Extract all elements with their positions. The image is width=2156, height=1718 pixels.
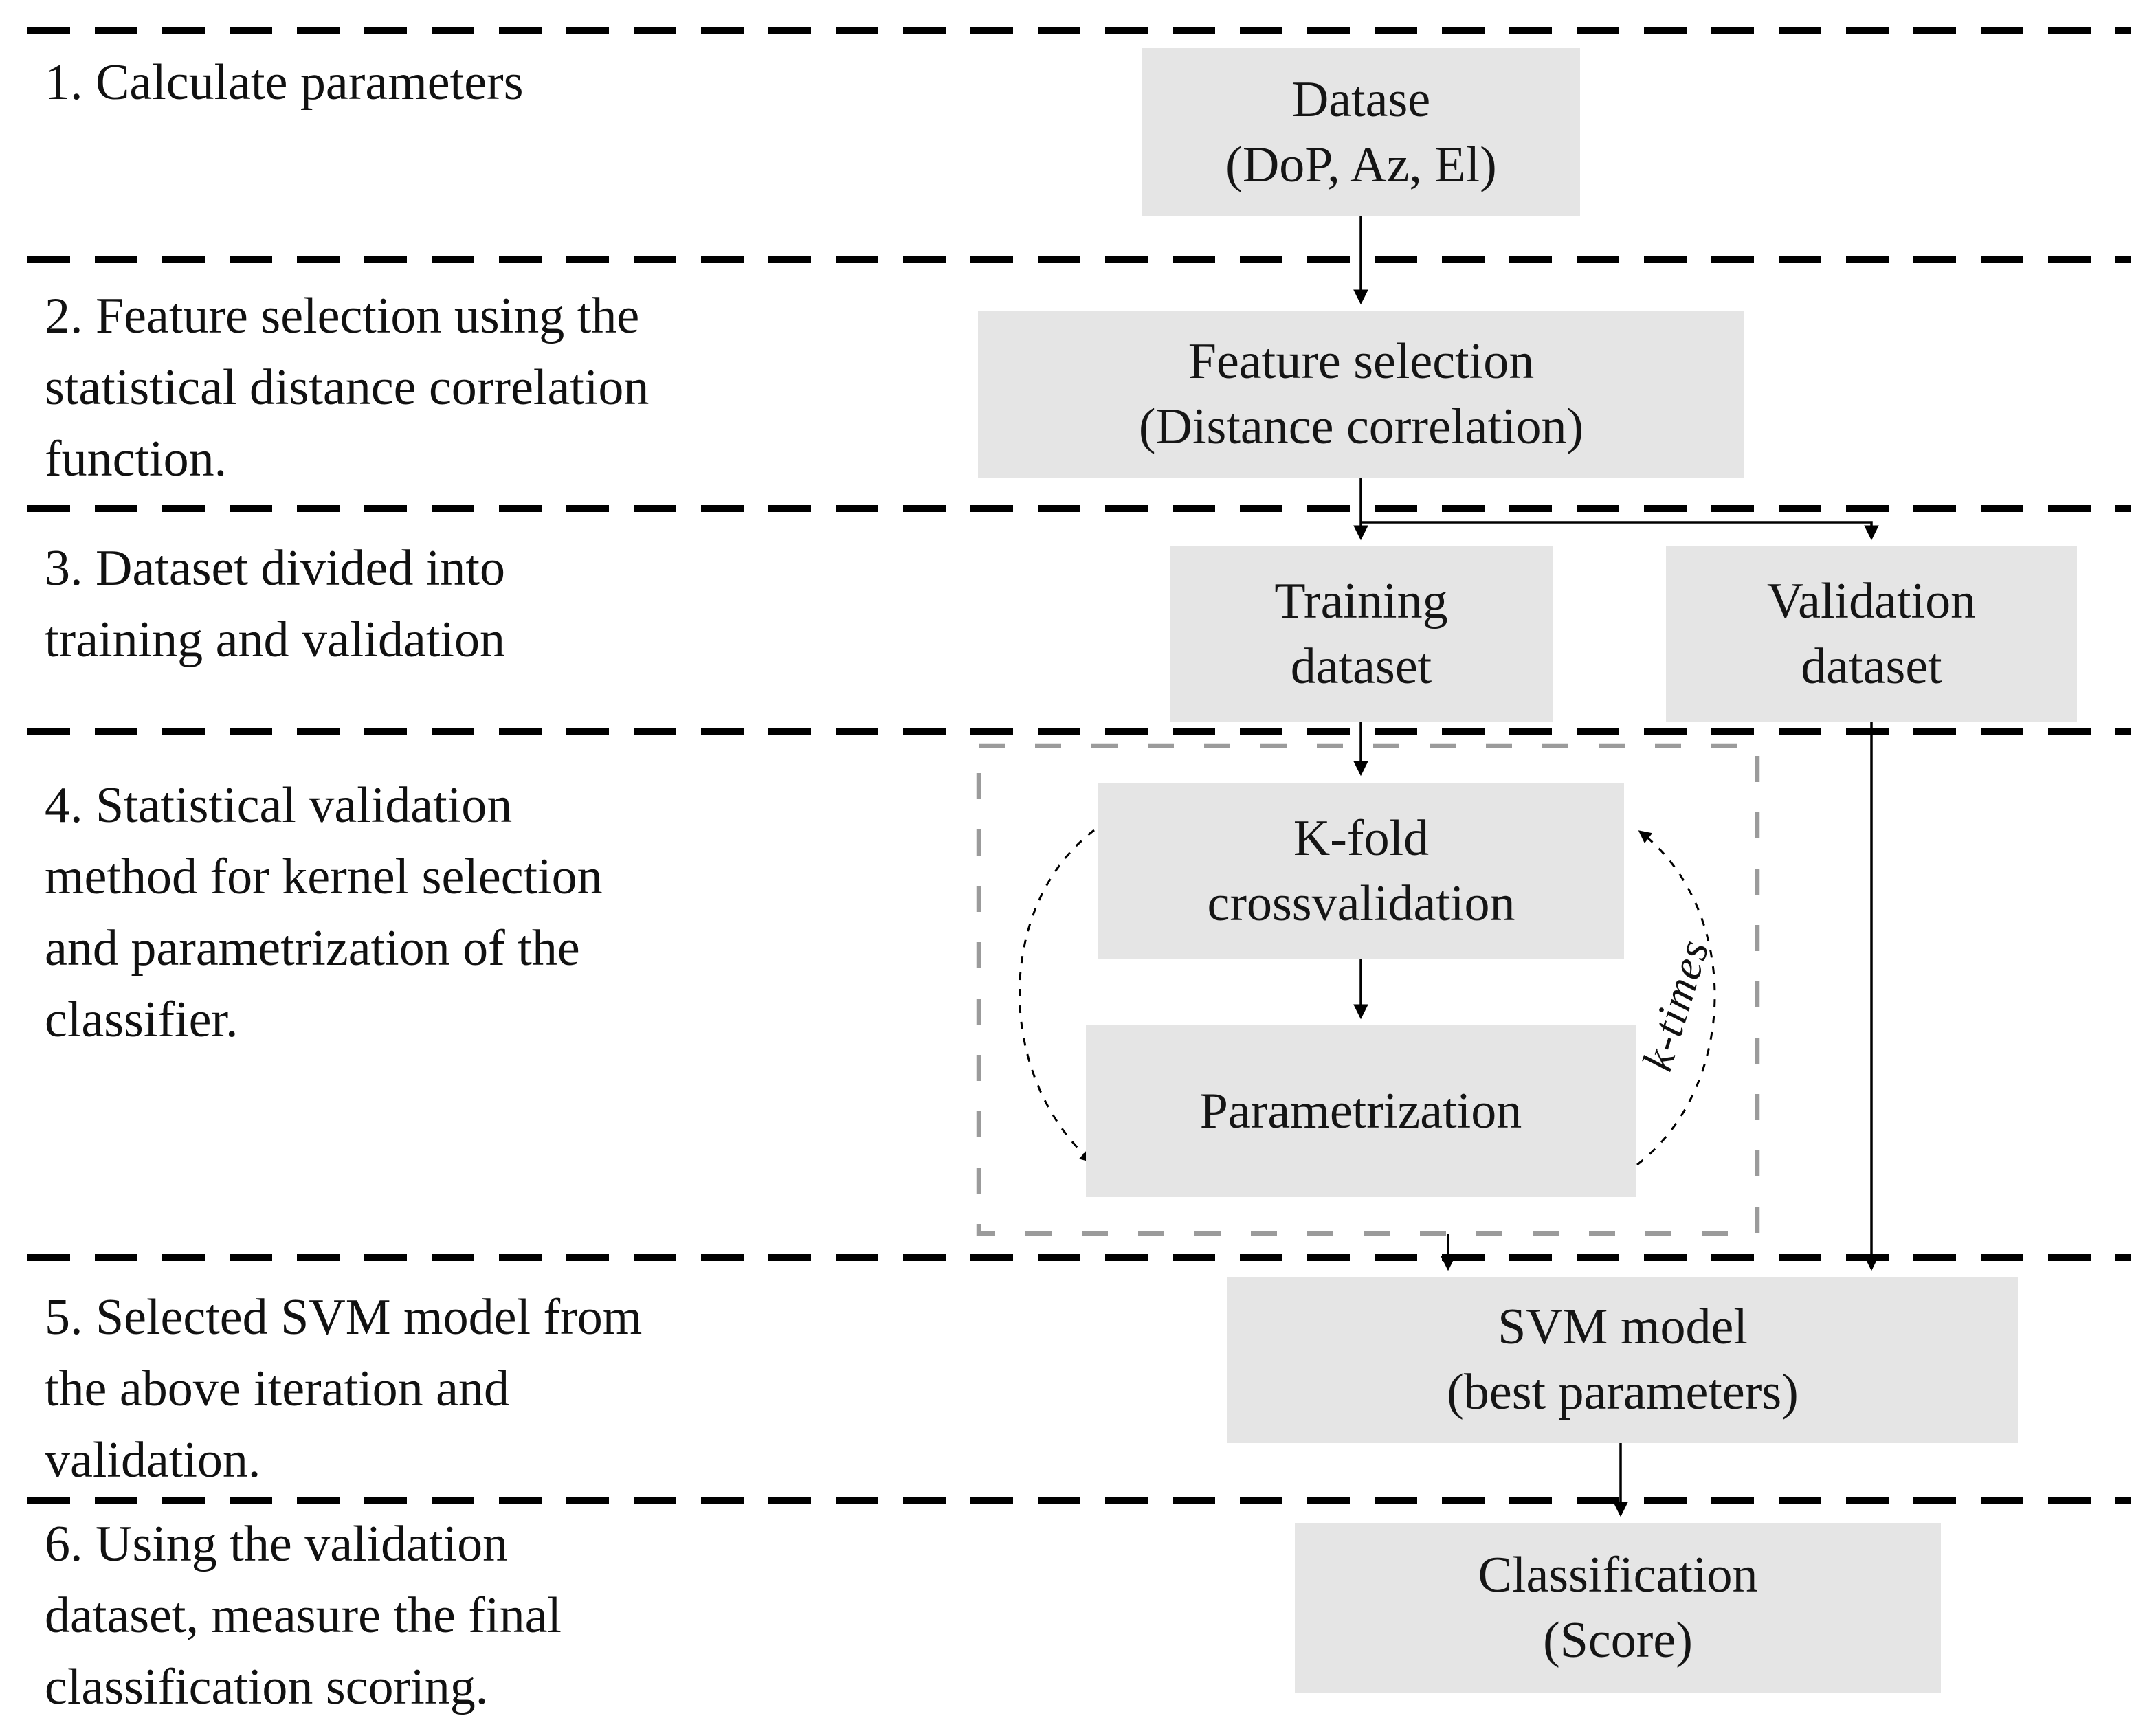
step-text-line: 5. Selected SVM model from [45, 1289, 643, 1346]
loop-curve-right [1636, 830, 1716, 1166]
step-3-description: 3. Dataset divided into training and val… [45, 533, 979, 676]
step-text-line: validation. [45, 1432, 261, 1488]
kfold-loop-boundary [976, 743, 1760, 1236]
box-classification: Classification (Score) [1295, 1523, 1941, 1693]
box-text-line: K-fold [1293, 810, 1430, 867]
box-text-line: Datase [1291, 71, 1431, 128]
step-text-line: and parametrization of the [45, 920, 580, 977]
step-5-description: 5. Selected SVM model from the above ite… [45, 1282, 979, 1496]
box-text-line: dataset [1290, 638, 1432, 695]
box-kfold-crossvalidation: K-fold crossvalidation [1098, 783, 1624, 959]
step-text-line: classification scoring. [45, 1659, 489, 1715]
arrow-feature-to-validation [1361, 521, 1879, 541]
step-text-line: dataset, measure the final [45, 1587, 562, 1644]
step-text-line: classifier. [45, 992, 238, 1048]
box-parametrization: Parametrization [1086, 1025, 1636, 1197]
step-4-description: 4. Statistical validation method for ker… [45, 770, 979, 1056]
box-text-line: Feature selection [1188, 333, 1535, 390]
step-text-line: 6. Using the validation [45, 1516, 509, 1572]
box-text-line: Validation [1766, 572, 1977, 629]
step-text-line: 1. Calculate parameters [45, 54, 524, 111]
box-svm-model: SVM model (best parameters) [1227, 1277, 2018, 1443]
step-text-line: function. [45, 431, 227, 487]
step-text-line: 4. Statistical validation [45, 777, 513, 834]
step-text-line: the above iteration and [45, 1361, 510, 1417]
box-feature-selection: Feature selection (Distance correlation) [978, 311, 1744, 478]
box-text-line: Classification [1478, 1547, 1758, 1603]
box-training-dataset: Training dataset [1170, 546, 1553, 722]
step-text-line: statistical distance correlation [45, 359, 649, 416]
box-validation-dataset: Validation dataset [1666, 546, 2077, 722]
box-text-line: SVM model [1498, 1299, 1748, 1355]
step-text-line: method for kernel selection [45, 849, 603, 905]
box-text-line: (DoP, Az, El) [1225, 136, 1497, 193]
step-6-description: 6. Using the validation dataset, measure… [45, 1508, 979, 1718]
step-text-line: 2. Feature selection using the [45, 288, 640, 344]
step-2-description: 2. Feature selection using the statistic… [45, 280, 979, 495]
box-text-line: Parametrization [1199, 1082, 1522, 1139]
box-text-line: (Score) [1543, 1612, 1693, 1669]
box-text-line: (best parameters) [1447, 1364, 1799, 1420]
loop-curve-left [1019, 829, 1095, 1163]
box-text-line: (Distance correlation) [1138, 399, 1584, 455]
box-text-line: dataset [1801, 638, 1942, 695]
box-text-line: Training [1274, 572, 1448, 629]
step-1-description: 1. Calculate parameters [45, 47, 979, 118]
box-dataset: Datase (DoP, Az, El) [1142, 48, 1580, 216]
step-text-line: training and validation [45, 612, 505, 668]
box-text-line: crossvalidation [1207, 875, 1515, 932]
step-text-line: 3. Dataset divided into [45, 540, 505, 596]
